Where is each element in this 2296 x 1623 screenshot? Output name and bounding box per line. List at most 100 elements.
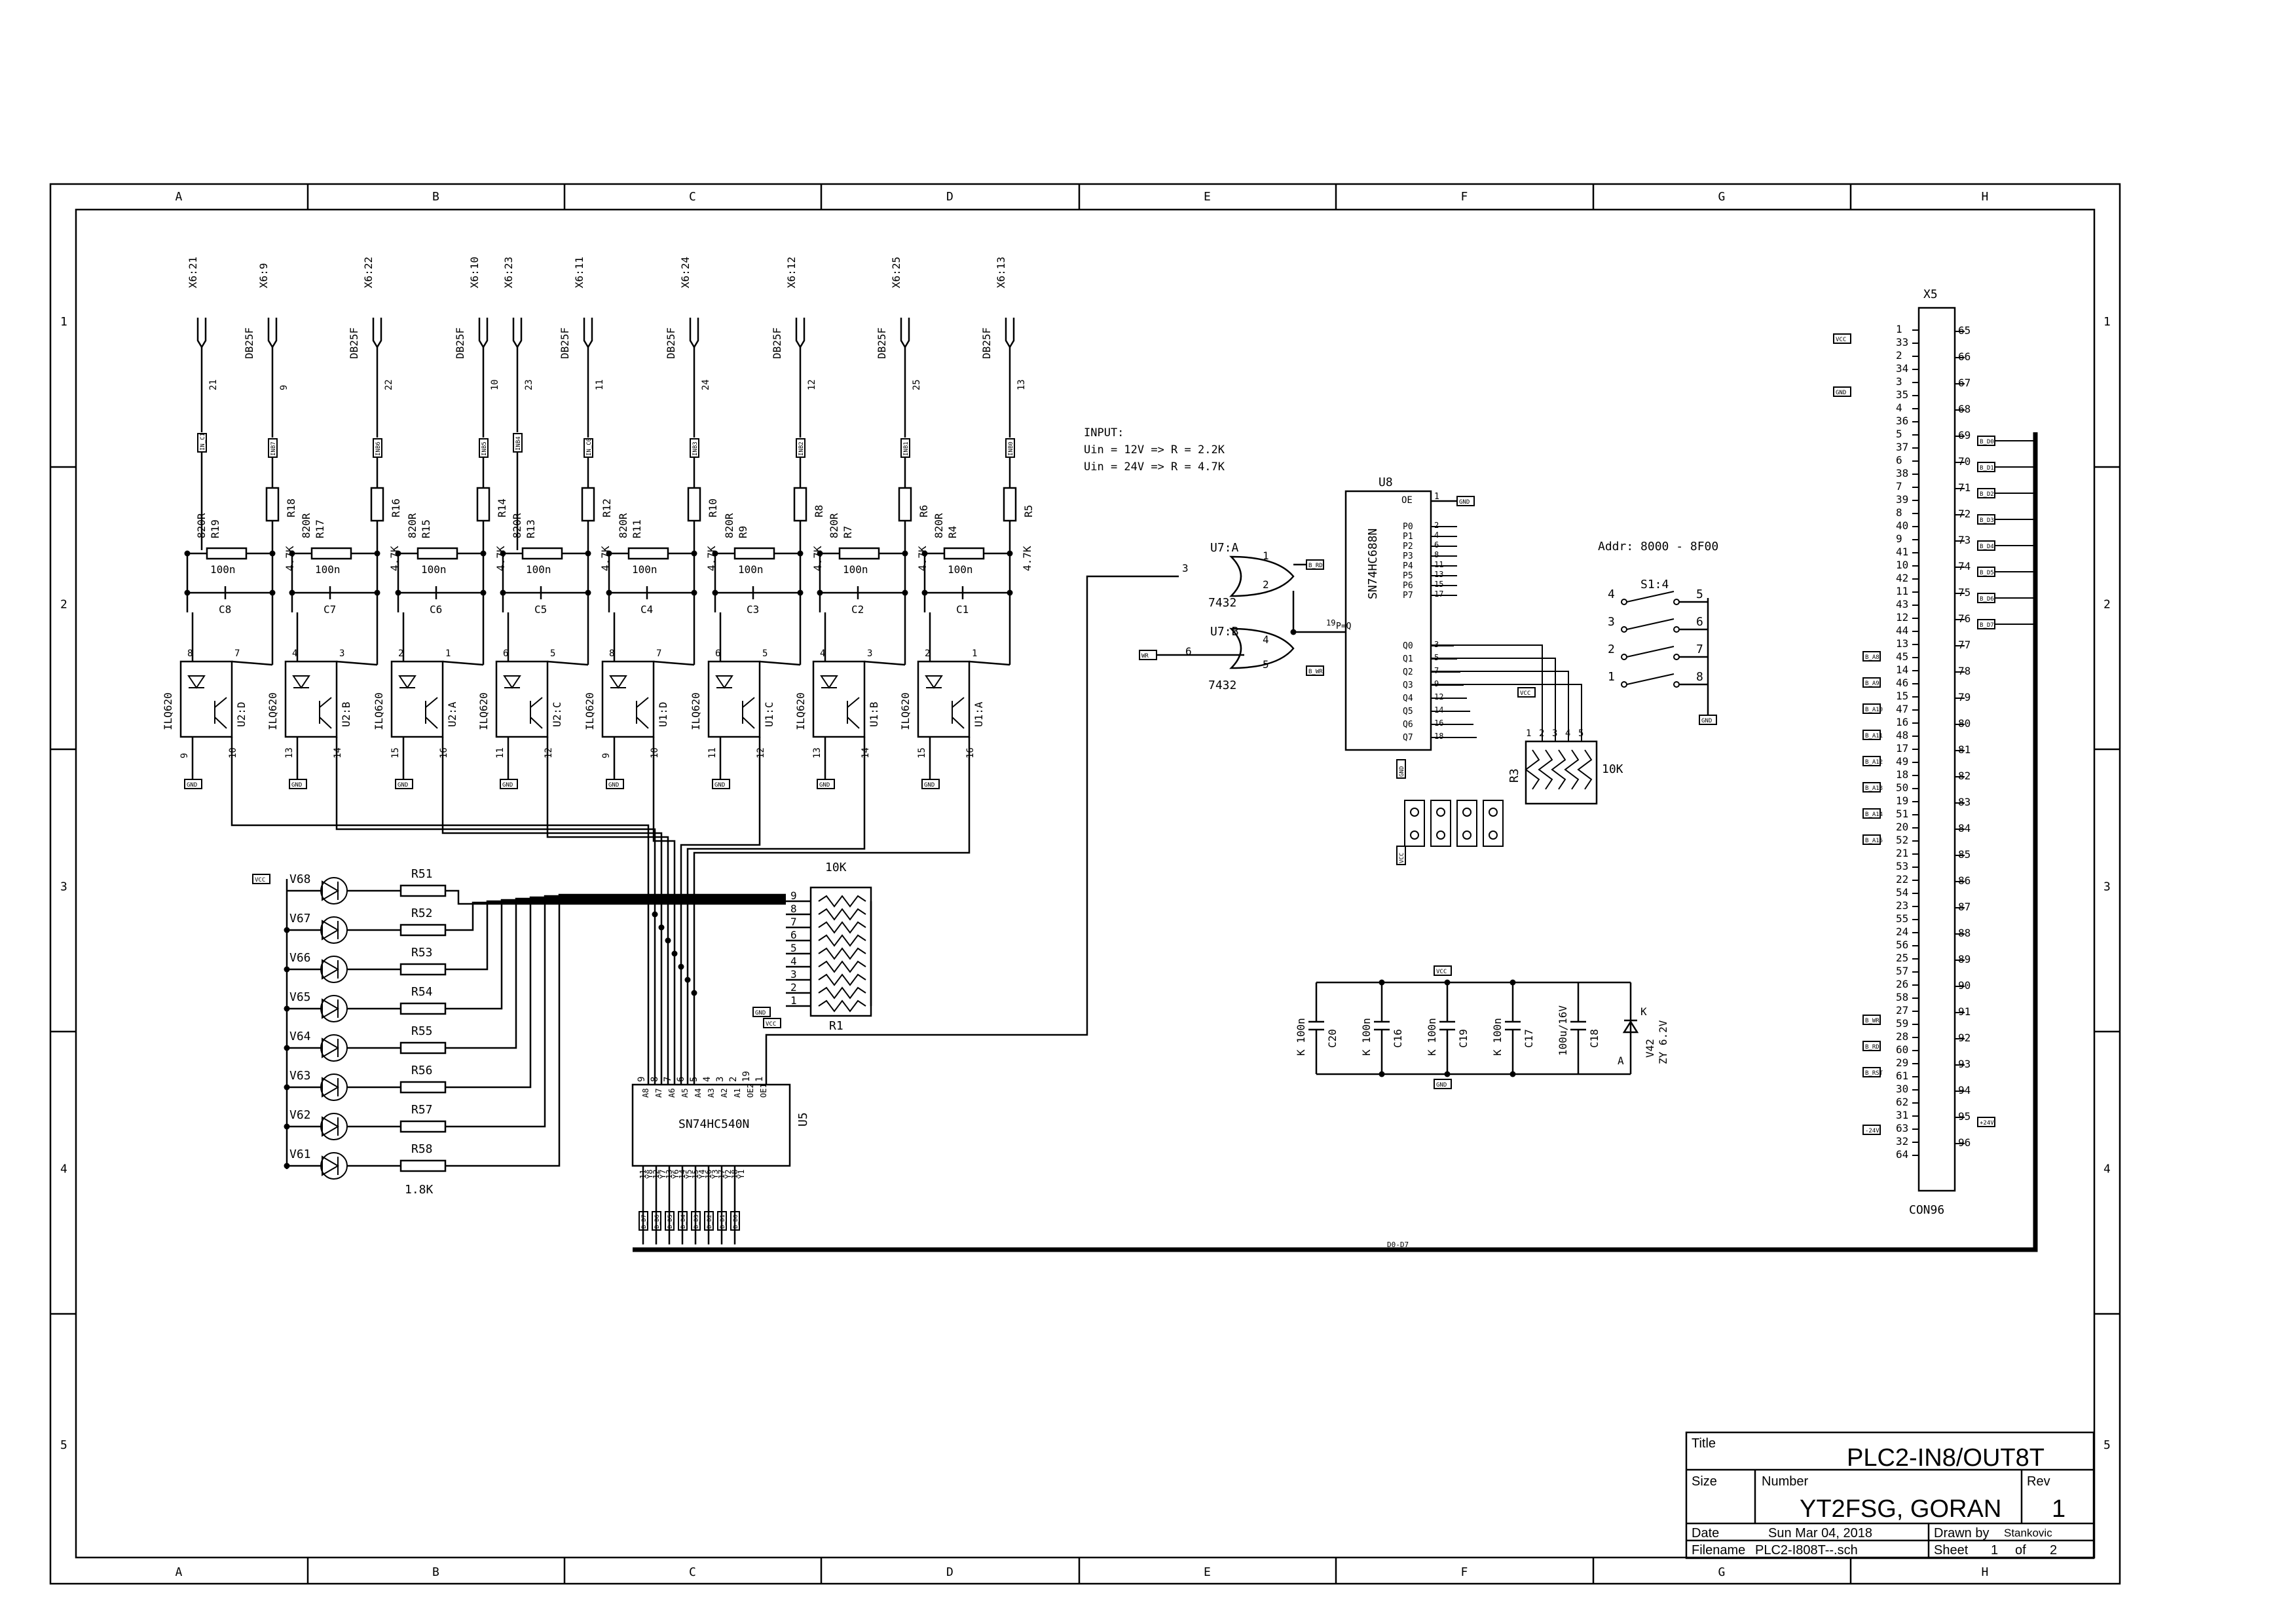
u8-pin-name: P1 [1403,532,1413,542]
s1-pin: 1 [1608,670,1615,684]
u5-pin-name: A4 [694,1089,703,1098]
opto-pin: 5 [550,648,555,659]
resistor-value: 4.7K [1021,546,1033,571]
led-resistor-ref: R52 [411,906,433,920]
x5-pin-right: 79 [1958,691,1971,703]
cap-value: K 100n [1426,1018,1438,1056]
x5-pin-left: 42 [1896,572,1908,584]
x5-pin-right: 88 [1958,927,1971,939]
led-ref: V61 [289,1147,311,1161]
connector-ref-right: X6:10 [468,257,481,288]
opto-pin: 6 [503,648,508,659]
resistor-body [1003,487,1017,522]
r1-pin: 2 [790,981,797,994]
bus-label: D0-D7 [1387,1241,1409,1249]
bus-net-tag-box [704,1211,714,1231]
x5-net-tag-box [1862,677,1881,688]
connector-pin-right: 12 [807,379,817,390]
gnd-tag: GND [1459,499,1470,506]
switch-lever [1626,673,1675,685]
led-resistor-ref: R55 [411,1024,433,1038]
x5-pin-left: 47 [1896,703,1908,715]
u8-pin-num: 19 [1326,618,1335,627]
opto-pin: 4 [292,648,297,659]
resistor-body [370,487,384,522]
oe-wire [765,575,1179,1085]
drawing-number: YT2FSG, GORAN [1800,1495,2001,1523]
u8-pin-num: 8 [1434,550,1439,559]
gnd-tag: GND [714,782,725,789]
transistor-c [742,697,755,708]
x5-pin-left: 31 [1896,1109,1908,1121]
drawing-date: Sun Mar 04, 2018 [1768,1526,1872,1540]
optocoupler-body [601,660,655,738]
gate-pin: 4 [1263,633,1269,646]
junction-dot [284,966,290,973]
x5-pin-right: 76 [1958,612,1971,625]
vcc-tag-box [1396,846,1406,865]
x5-pin-left: 3 [1896,375,1902,388]
r1-element [818,973,866,986]
u5-pin: 6 [676,1077,686,1082]
x5-pin-right: 92 [1958,1032,1971,1044]
of-label: of [2015,1543,2026,1558]
gnd-tag-box [921,779,940,789]
u8-pin-name: P3 [1403,551,1413,561]
x5-pin-left: 39 [1896,493,1908,506]
x5-net-tag: B_D0 [1980,439,1994,445]
gnd-tag: GND [608,782,619,789]
db25-connector-symbol [583,318,593,349]
junction-dot [500,589,506,596]
opto-pin: 2 [925,648,930,659]
opto-pin: 3 [867,648,872,659]
resistor-ref: R14 [496,498,508,517]
opto-pin: 14 [861,747,871,758]
transistor-c [425,697,438,708]
zone-column-top: B [432,190,439,204]
junction-dot [712,589,718,596]
x5-pin-right: 67 [1958,377,1971,389]
s1-pin: 3 [1608,615,1615,629]
r3-pin: 2 [1539,728,1544,739]
junction-dot [684,977,691,983]
gnd-tag: GND [924,782,935,789]
x5-net-tag: B_D4 [1980,544,1994,550]
led-symbol [322,959,339,980]
opto-wire [442,660,484,666]
junction-dot [691,990,697,996]
switch-contact [1673,654,1680,660]
led-resistor-ref: R57 [411,1103,433,1117]
junction-dot [269,589,276,596]
input-net-tag: IN_C1 [200,433,206,451]
u5-buffer: SN74HC540N U5 9A88A77A66A55A44A33A22A119… [631,575,1179,1244]
resistor-body [206,547,248,560]
led-ring [320,1034,348,1062]
junction-dot [284,927,290,933]
jumper-pin [1410,808,1419,817]
input-net-tag: IN_C0 [586,438,593,456]
db25-connector-symbol [267,318,278,349]
resistor-value: 4.7K [916,546,929,571]
connector-pin-right: 9 [279,385,289,390]
x5-net-tag: B_A8 [1865,654,1879,661]
bus-net-tag: B_D1 [720,1214,726,1229]
size-label: Size [1692,1474,1717,1489]
zone-row-right: 5 [2103,1438,2111,1452]
bus-net-tag: B_D4 [680,1214,687,1229]
gnd-tag-box [1434,1079,1452,1089]
r1-element [818,921,866,934]
cap-value: 100n [843,563,868,576]
jumper-pin [1436,830,1445,840]
x5-pin-right: 89 [1958,953,1971,965]
u8-pin-num: 17 [1434,589,1443,599]
gnd-tag-box [1699,715,1717,725]
x5-pin-left: 50 [1896,781,1908,794]
signal-wire [686,812,866,1085]
r3-element [1551,749,1566,790]
x5-net-tag: +24V [1980,1120,1994,1127]
signal-wire [680,819,761,1085]
connector-pin-left: 23 [524,379,534,390]
db25-label: DB25F [771,327,783,359]
junction-dot [1509,1071,1516,1077]
led-ring [320,1152,348,1180]
